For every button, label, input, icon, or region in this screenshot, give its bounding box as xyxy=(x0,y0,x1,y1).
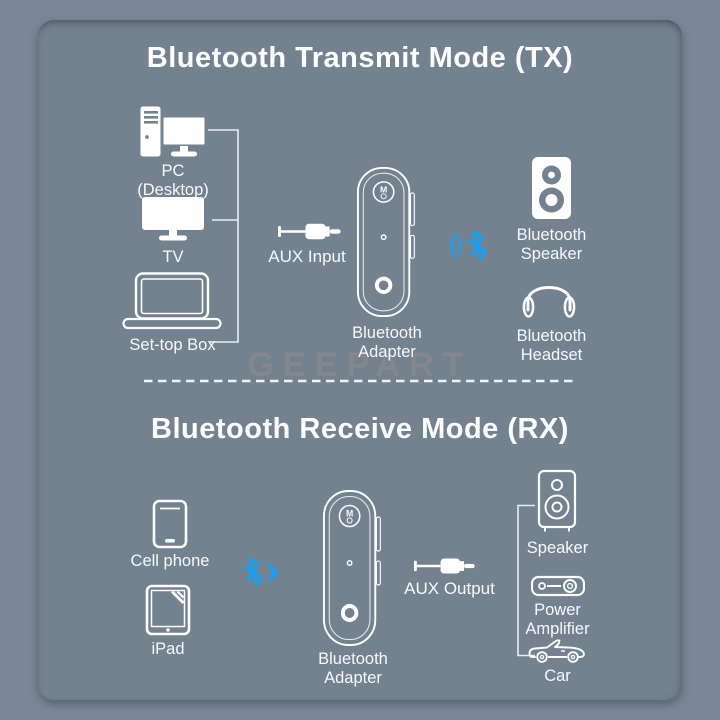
section-divider xyxy=(143,371,577,383)
rx-bracket-line xyxy=(513,504,539,657)
aux-input-label: AUX Input xyxy=(268,247,346,266)
speaker-label: Speaker xyxy=(526,539,589,557)
aux-output-label: AUX Output xyxy=(404,579,495,598)
bluetooth-headset-label: Bluetooth Headset xyxy=(516,327,587,364)
bluetooth-adapter-tx-label: Bluetooth Adapter xyxy=(352,324,422,361)
aux-output-jack-icon xyxy=(414,556,476,576)
bluetooth-speaker-label: Bluetooth Speaker xyxy=(516,226,587,263)
cell-phone-icon xyxy=(152,499,188,549)
rx-section-title: Bluetooth Receive Mode (RX) xyxy=(151,413,569,445)
bluetooth-adapter-rx-icon xyxy=(322,489,384,647)
power-amplifier-icon xyxy=(531,574,585,598)
cell-phone-label: Cell phone xyxy=(130,552,210,570)
set-top-box-label: Set-top Box xyxy=(129,336,216,354)
bluetooth-speaker-icon xyxy=(532,157,571,219)
speaker-icon xyxy=(536,469,578,533)
pc-desktop-label: PC (Desktop) xyxy=(137,162,209,199)
bluetooth-headset-icon xyxy=(521,274,577,320)
car-label: Car xyxy=(544,667,571,685)
bluetooth-adapter-tx-icon xyxy=(356,166,418,318)
ipad-icon xyxy=(145,584,191,636)
bluetooth-receive-signal-icon xyxy=(243,556,281,588)
bluetooth-adapter-rx-label: Bluetooth Adapter xyxy=(318,650,388,687)
pc-desktop-icon xyxy=(140,106,206,158)
tx-section-title: Bluetooth Transmit Mode (TX) xyxy=(146,42,574,74)
car-icon xyxy=(528,636,586,664)
ipad-label: iPad xyxy=(151,640,185,658)
aux-input-jack-icon xyxy=(278,221,342,242)
watermark-text: GEEPART xyxy=(247,346,473,384)
tv-label: TV xyxy=(162,248,184,266)
tv-icon xyxy=(141,196,205,242)
tx-bracket-line xyxy=(205,128,241,344)
bluetooth-transmit-signal-icon xyxy=(449,229,491,262)
power-amplifier-label: Power Amplifier xyxy=(525,601,590,638)
